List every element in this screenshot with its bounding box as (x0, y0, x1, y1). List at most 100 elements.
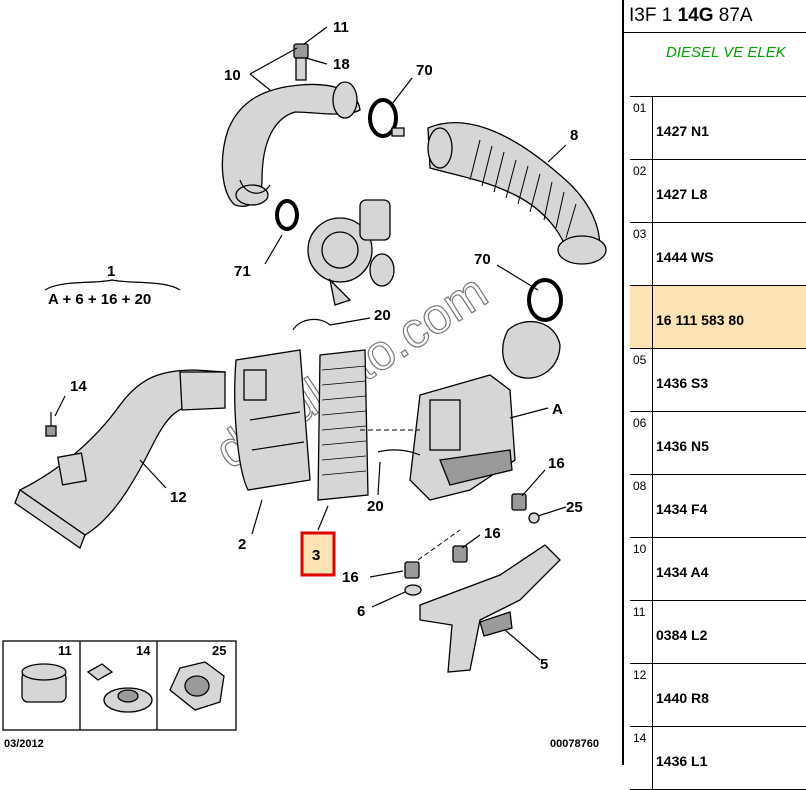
callout-3: 3 (312, 547, 320, 564)
airbox-part-A (409, 374, 516, 501)
category-title: DIESEL VE ELEK (630, 32, 806, 97)
reference-number: 10 (633, 542, 647, 556)
document-number: 00078760 (550, 738, 599, 750)
nut-icon (169, 661, 225, 711)
reference-code: 1444 WS (656, 249, 714, 265)
callout-2: 2 (238, 536, 246, 553)
diagram-code-prefix: I3F 1 (629, 5, 673, 26)
filter-part-3 (317, 349, 369, 501)
reference-row[interactable]: 02 1427 L8 (630, 160, 806, 223)
cap-part-11 (293, 43, 309, 81)
reference-list: 01 1427 N1 02 1427 L8 03 1444 WS 16 111 583 80… (630, 97, 806, 790)
reference-number: 14 (633, 731, 647, 745)
reference-number: 12 (633, 668, 647, 682)
callout-8: 8 (570, 127, 578, 144)
reference-row[interactable]: 11 0384 L2 (630, 601, 806, 664)
clamp-part-70-top (368, 98, 405, 138)
reference-code: 1434 F4 (656, 501, 708, 517)
screw-icon (86, 663, 153, 713)
callout-16-mid: 16 (484, 525, 501, 542)
row-divider (652, 727, 653, 789)
reference-code: 16 111 583 80 (656, 312, 744, 328)
row-divider (652, 349, 653, 411)
callout-5: 5 (540, 656, 548, 673)
selected-part-box[interactable] (300, 531, 336, 577)
sleeve-icon (21, 663, 67, 703)
callout-14: 14 (70, 378, 87, 395)
callout-11: 11 (333, 19, 349, 36)
reference-row[interactable]: 08 1434 F4 (630, 475, 806, 538)
callout-20-mid: 20 (367, 498, 384, 515)
clip-part-20 (292, 318, 331, 331)
callout-10: 10 (224, 67, 241, 84)
group-formula: A + 6 + 16 + 20 (48, 291, 151, 308)
reference-row[interactable]: 14 1436 L1 (630, 727, 806, 790)
reference-row[interactable]: 06 1436 N5 (630, 412, 806, 475)
reference-row[interactable]: 10 1434 A4 (630, 538, 806, 601)
reference-code: 1427 N1 (656, 123, 709, 139)
callout-1: 1 (107, 263, 115, 280)
row-divider (652, 97, 653, 159)
callout-71: 71 (234, 263, 251, 280)
group-brace (44, 279, 181, 291)
row-divider (652, 412, 653, 474)
row-divider (652, 286, 653, 348)
reference-code: 1427 L8 (656, 186, 708, 202)
washer-part-6 (404, 584, 422, 596)
hose-part-8 (427, 122, 607, 265)
reference-number: 03 (633, 227, 647, 241)
diagram-code-bold: 14G (677, 5, 714, 26)
bolt-part-25 (528, 512, 540, 524)
row-divider (652, 160, 653, 222)
reference-code: 0384 L2 (656, 627, 708, 643)
reference-number: 08 (633, 479, 647, 493)
reference-number: 05 (633, 353, 647, 367)
row-divider (652, 475, 653, 537)
callout-70-top: 70 (416, 62, 433, 79)
hardware-legend: 11 14 25 (2, 640, 237, 731)
reference-row[interactable]: 12 1440 R8 (630, 664, 806, 727)
legend-label-14: 14 (136, 643, 151, 658)
reference-code: 1436 L1 (656, 753, 708, 769)
screw-part-14 (45, 412, 57, 437)
grommet-part-16 (404, 493, 527, 579)
reference-row-selected[interactable]: 16 111 583 80 (630, 286, 806, 349)
reference-code: 1436 S3 (656, 375, 709, 391)
callout-6: 6 (357, 603, 365, 620)
bracket-part-5 (419, 544, 561, 673)
row-divider (652, 664, 653, 726)
legend-label-11: 11 (58, 643, 72, 658)
diagram-code: I3F 1 14G 87A (629, 5, 753, 27)
panel-header: I3F 1 14G 87A (624, 0, 806, 33)
reference-code: 1440 R8 (656, 690, 709, 706)
parts-diagram: duyukoto.com (2, 19, 607, 750)
reference-number: 01 (633, 101, 647, 115)
date-label: 03/2012 (4, 738, 44, 750)
row-divider (652, 223, 653, 285)
callout-18: 18 (333, 56, 350, 73)
category-label: DIESEL VE ELEK (666, 44, 786, 61)
reference-code: 1434 A4 (656, 564, 709, 580)
clamp-part-70-mid (502, 278, 563, 379)
callout-12: 12 (170, 489, 187, 506)
callout-16-right: 16 (548, 455, 565, 472)
row-divider (652, 538, 653, 600)
callout-A: A (552, 401, 563, 418)
duct-part-12 (14, 369, 226, 550)
legend-label-25: 25 (212, 643, 226, 658)
reference-number: 02 (633, 164, 647, 178)
reference-row[interactable]: 05 1436 S3 (630, 349, 806, 412)
callout-70-mid: 70 (474, 251, 491, 268)
callout-20-top: 20 (374, 307, 391, 324)
housing-part-2 (234, 349, 311, 491)
reference-panel: I3F 1 14G 87A DIESEL VE ELEK 01 1427 N1 02… (622, 0, 806, 790)
reference-code: 1436 N5 (656, 438, 709, 454)
diagram-code-suffix: 87A (718, 5, 753, 26)
reference-number: 06 (633, 416, 647, 430)
reference-row[interactable]: 01 1427 N1 (630, 97, 806, 160)
leader-lines (54, 26, 567, 661)
reference-number: 11 (633, 605, 646, 619)
hose-part-10 (221, 81, 361, 207)
reference-row[interactable]: 03 1444 WS (630, 223, 806, 286)
row-divider (652, 601, 653, 663)
